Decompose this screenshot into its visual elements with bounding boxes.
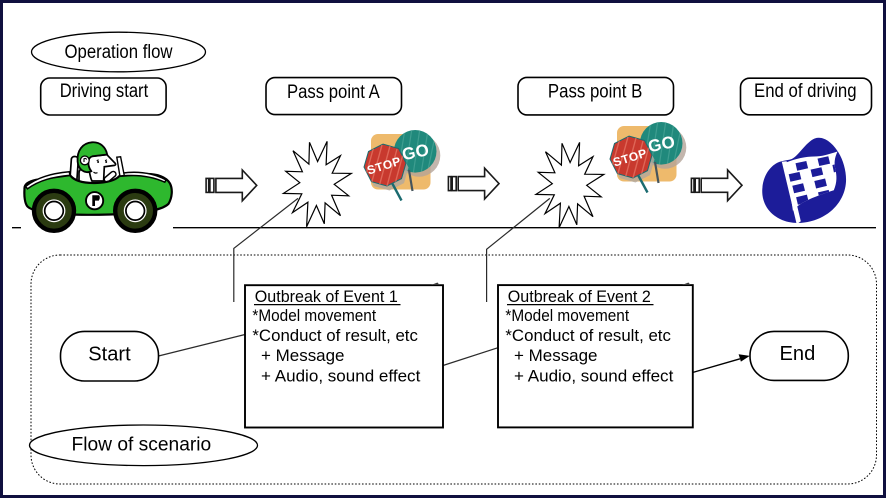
svg-text:End of driving: End of driving — [754, 81, 857, 102]
svg-text:Outbreak of Event 2: Outbreak of Event 2 — [508, 287, 651, 306]
svg-text:Driving start: Driving start — [60, 81, 149, 102]
svg-text:*Model movement: *Model movement — [252, 306, 376, 325]
svg-text:*Conduct of result, etc: *Conduct of result, etc — [505, 326, 671, 345]
svg-text:Start: Start — [88, 343, 131, 365]
svg-text:+ Message: + Message — [514, 346, 598, 365]
svg-text:End: End — [780, 343, 816, 365]
svg-text:Operation flow: Operation flow — [65, 42, 173, 63]
svg-text:+ Audio, sound effect: + Audio, sound effect — [261, 367, 421, 386]
svg-text:Flow of scenario: Flow of scenario — [72, 434, 212, 455]
svg-text:*Model movement: *Model movement — [505, 306, 629, 325]
svg-text:Pass point A: Pass point A — [287, 82, 380, 103]
svg-text:+ Message: + Message — [261, 346, 345, 365]
svg-text:Pass point B: Pass point B — [548, 82, 642, 103]
svg-text:Outbreak of Event 1: Outbreak of Event 1 — [255, 287, 398, 306]
svg-text:+ Audio, sound effect: + Audio, sound effect — [514, 367, 674, 386]
svg-text:*Conduct of result, etc: *Conduct of result, etc — [252, 326, 418, 345]
